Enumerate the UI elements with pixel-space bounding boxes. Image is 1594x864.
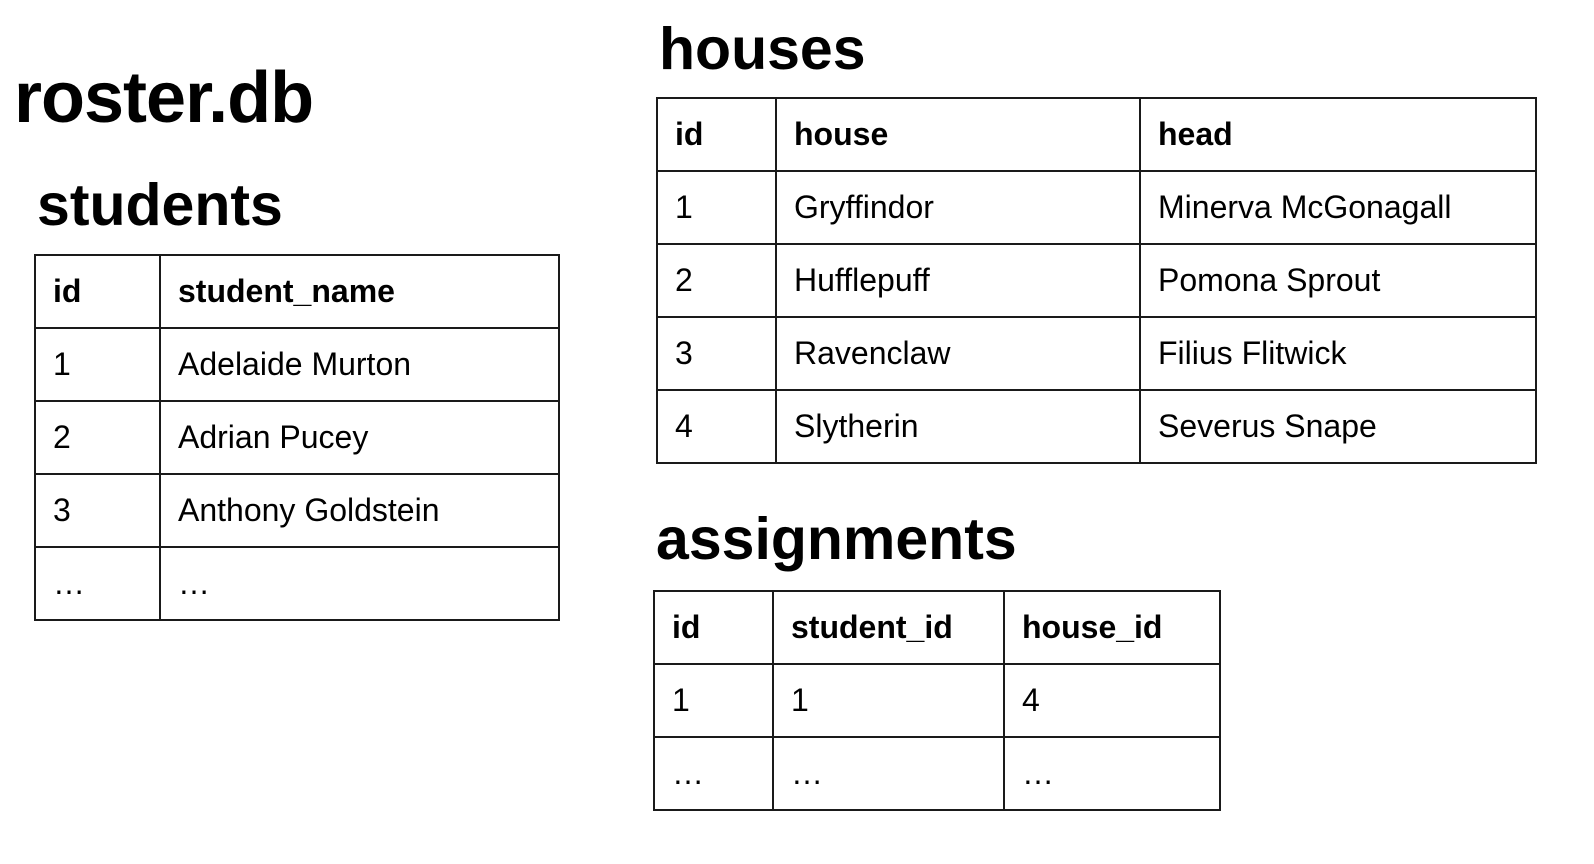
assignments-cell-student-id: … — [772, 736, 1005, 811]
students-cell-student-name: … — [159, 546, 560, 621]
assignments-column-header-student-id: student_id — [772, 590, 1005, 665]
houses-cell-head: Pomona Sprout — [1139, 243, 1537, 318]
assignments-cell-house-id: 4 — [1003, 663, 1221, 738]
students-cell-student-name: Adelaide Murton — [159, 327, 560, 402]
assignments-cell-id: 1 — [653, 663, 774, 738]
students-table-title: students — [37, 172, 283, 238]
students-column-header-student-name: student_name — [159, 254, 560, 329]
table-row: …… — [34, 546, 560, 621]
table-row: ……… — [653, 736, 1221, 811]
database-title: roster.db — [14, 58, 314, 138]
houses-cell-id: 2 — [656, 243, 777, 318]
houses-column-header-head: head — [1139, 97, 1537, 172]
students-cell-id: 1 — [34, 327, 161, 402]
houses-cell-head: Minerva McGonagall — [1139, 170, 1537, 245]
students-cell-id: 3 — [34, 473, 161, 548]
students-column-header-id: id — [34, 254, 161, 329]
students-cell-student-name: Adrian Pucey — [159, 400, 560, 475]
houses-cell-head: Filius Flitwick — [1139, 316, 1537, 391]
houses-cell-id: 3 — [656, 316, 777, 391]
houses-table-title: houses — [659, 16, 866, 82]
assignments-cell-student-id: 1 — [772, 663, 1005, 738]
houses-cell-house: Gryffindor — [775, 170, 1141, 245]
students-cell-id: 2 — [34, 400, 161, 475]
houses-cell-head: Severus Snape — [1139, 389, 1537, 464]
students-cell-id: … — [34, 546, 161, 621]
assignments-column-header-id: id — [653, 590, 774, 665]
assignments-cell-house-id: … — [1003, 736, 1221, 811]
houses-cell-house: Hufflepuff — [775, 243, 1141, 318]
assignments-column-header-house-id: house_id — [1003, 590, 1221, 665]
assignments-table-title: assignments — [656, 506, 1017, 572]
houses-cell-id: 4 — [656, 389, 777, 464]
students-cell-student-name: Anthony Goldstein — [159, 473, 560, 548]
houses-cell-id: 1 — [656, 170, 777, 245]
houses-cell-house: Ravenclaw — [775, 316, 1141, 391]
houses-column-header-id: id — [656, 97, 777, 172]
houses-cell-house: Slytherin — [775, 389, 1141, 464]
houses-column-header-house: house — [775, 97, 1141, 172]
assignments-cell-id: … — [653, 736, 774, 811]
